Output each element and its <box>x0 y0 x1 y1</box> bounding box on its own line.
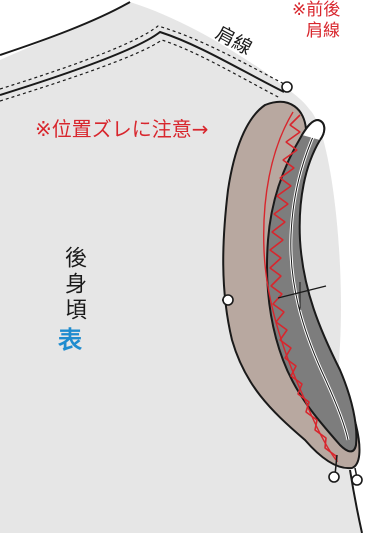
shoulder-seam-stitch-2 <box>0 25 289 90</box>
shoulder-note: ※前後 肩線 <box>292 0 340 42</box>
side-seam-edge <box>349 469 363 533</box>
back-body-label: 後身頃 <box>61 246 86 324</box>
center-mark <box>277 285 327 299</box>
shoulder-seam <box>0 30 285 96</box>
shoulder-note-line2: 肩線 <box>306 21 340 41</box>
armhole-opening-inner-edge-2 <box>290 129 349 441</box>
armhole-opening <box>265 118 358 453</box>
right-side-label: 表 <box>58 326 82 354</box>
notch-marker-left <box>222 294 234 306</box>
notch-marker-bottom-1 <box>328 471 340 483</box>
notch-marker-shoulder <box>281 81 293 93</box>
shoulder-note-line1: ※前後 <box>292 0 341 20</box>
neckline-edge <box>0 1 131 56</box>
red-overlock-stitch-outer <box>263 111 337 461</box>
shoulder-seam-stitch <box>0 39 281 102</box>
position-shift-warning: ※位置ズレに注意→ <box>35 117 209 141</box>
notch-marker-bottom-2 <box>351 474 363 486</box>
armhole-opening-top <box>301 118 326 141</box>
